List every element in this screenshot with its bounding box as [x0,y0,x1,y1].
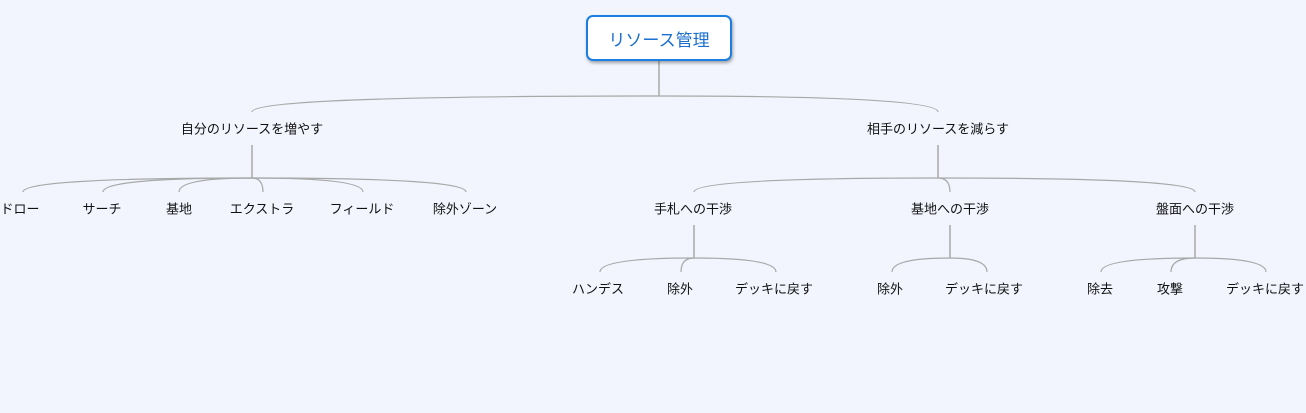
node-base[interactable]: 基地 [165,202,193,218]
node-board-return-deck[interactable]: デッキに戻す [1225,282,1305,298]
branch-increase-own[interactable]: 自分のリソースを増やす [180,122,324,138]
node-attack[interactable]: 攻撃 [1156,282,1184,298]
connector-curve [1100,257,1196,273]
node-handes[interactable]: ハンデス [571,282,625,298]
connector-curve [251,177,264,193]
node-board-interference[interactable]: 盤面への干渉 [1155,202,1235,218]
connector-curve [949,257,988,273]
connector-curve [680,257,695,273]
connector-curve [178,177,253,193]
connector-curve [658,95,939,113]
node-base-interference[interactable]: 基地への干渉 [910,202,990,218]
branch-decrease-opponent[interactable]: 相手のリソースを減らす [866,122,1010,138]
node-exclusion-zone[interactable]: 除外ゾーン [432,202,498,218]
node-hand-exclude[interactable]: 除外 [666,282,694,298]
node-base-return-deck[interactable]: デッキに戻す [944,282,1024,298]
connector-curve [251,95,660,113]
root-node[interactable]: リソース管理 [586,15,732,61]
connector-curve [102,177,253,193]
node-field[interactable]: フィールド [329,202,395,218]
connector-curve [599,257,695,273]
connector-curve [891,257,951,273]
node-search[interactable]: サーチ [82,202,122,218]
connector-curve [251,177,467,193]
node-draw[interactable]: ドロー [0,202,40,218]
node-hand-interference[interactable]: 手札への干渉 [653,202,733,218]
node-removal[interactable]: 除去 [1086,282,1114,298]
connector-curve [1194,257,1267,273]
connector-curve [937,177,1196,193]
root-label: リソース管理 [608,30,710,51]
connector-curve [1170,257,1196,273]
node-hand-return-deck[interactable]: デッキに戻す [734,282,814,298]
node-base-exclude[interactable]: 除外 [876,282,904,298]
node-extra[interactable]: エクストラ [229,202,295,218]
connector-curve [937,177,951,193]
connector-curve [693,257,777,273]
connector-curve [251,177,364,193]
connector-curve [22,177,253,193]
connector-curve [693,177,939,193]
